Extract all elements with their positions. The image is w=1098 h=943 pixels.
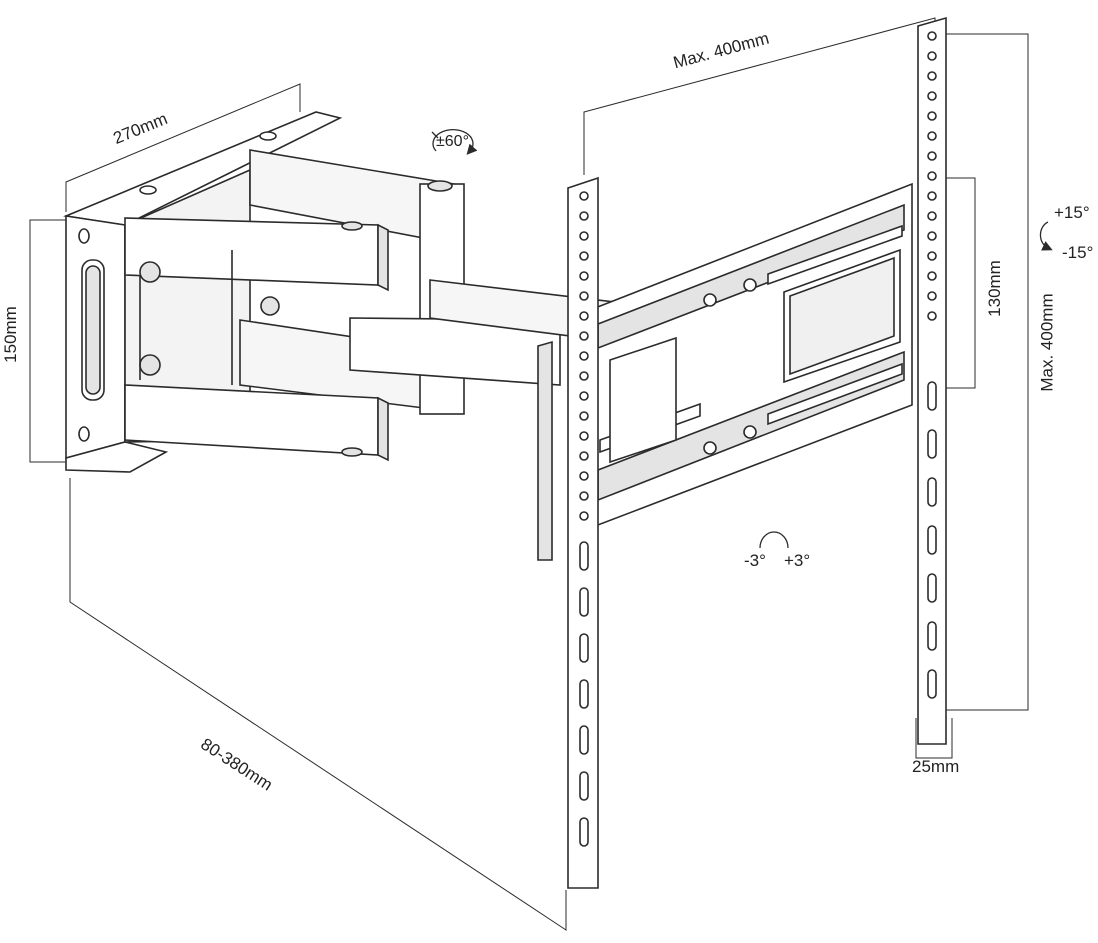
right-vertical-rail [917, 16, 947, 745]
dimension-lines [29, 17, 1029, 931]
rail-hole [579, 491, 589, 501]
rail-width-label: 25mm [912, 757, 960, 776]
rail-hole [927, 271, 937, 281]
rail-hole [927, 51, 937, 61]
rail-hole [579, 371, 589, 381]
rail-hole [927, 211, 937, 221]
articulating-arms [124, 149, 659, 462]
rail-hole [927, 573, 937, 603]
bracket-span-label: 130mm [984, 260, 1004, 317]
rail-hole [927, 429, 937, 459]
max-vertical-label: Max. 400mm [1037, 293, 1057, 392]
rail-hole [579, 451, 589, 461]
rail-hole [579, 633, 589, 663]
rail-hole [579, 231, 589, 241]
rail-hole [579, 331, 589, 341]
rail-hole [927, 381, 937, 411]
rail-hole [579, 817, 589, 847]
rail-hole [927, 111, 937, 121]
rail-hole [927, 251, 937, 261]
rail-hole [927, 525, 937, 555]
rail-hole [579, 511, 589, 521]
rail-hole [927, 311, 937, 321]
rail-hole [579, 191, 589, 201]
tilt-down-label: -15° [1062, 243, 1094, 262]
rail-hole [579, 391, 589, 401]
rail-hole [579, 351, 589, 361]
rail-hole [927, 191, 937, 201]
rail-hole [927, 91, 937, 101]
rail-hole [927, 131, 937, 141]
rail-hole [927, 151, 937, 161]
rail-hole [579, 771, 589, 801]
rail-hole [927, 669, 937, 699]
rail-hole [579, 587, 589, 617]
rail-hole [579, 431, 589, 441]
swivel-label: ±60° [436, 133, 469, 150]
rail-hole [927, 71, 937, 81]
rail-hole [579, 211, 589, 221]
rail-hole [579, 725, 589, 755]
rail-hole [579, 541, 589, 571]
rail-hole [579, 271, 589, 281]
rail-hole [927, 171, 937, 181]
rail-hole [579, 679, 589, 709]
wall-plate-height-label: 150mm [0, 306, 20, 363]
tv-bracket [589, 182, 913, 530]
rail-hole [927, 291, 937, 301]
rail-hole [927, 231, 937, 241]
rail-hole [579, 291, 589, 301]
rail-hole [579, 411, 589, 421]
level-minus-label: -3° [744, 551, 766, 570]
rail-hole [579, 311, 589, 321]
rotation-arrows [431, 129, 1053, 549]
rail-hole [927, 621, 937, 651]
left-vertical-rail [537, 176, 599, 889]
tilt-up-label: +15° [1054, 203, 1090, 222]
rail-hole [927, 31, 937, 41]
rail-hole [579, 471, 589, 481]
rail-hole [579, 251, 589, 261]
level-plus-label: +3° [784, 551, 811, 570]
rail-hole [927, 477, 937, 507]
